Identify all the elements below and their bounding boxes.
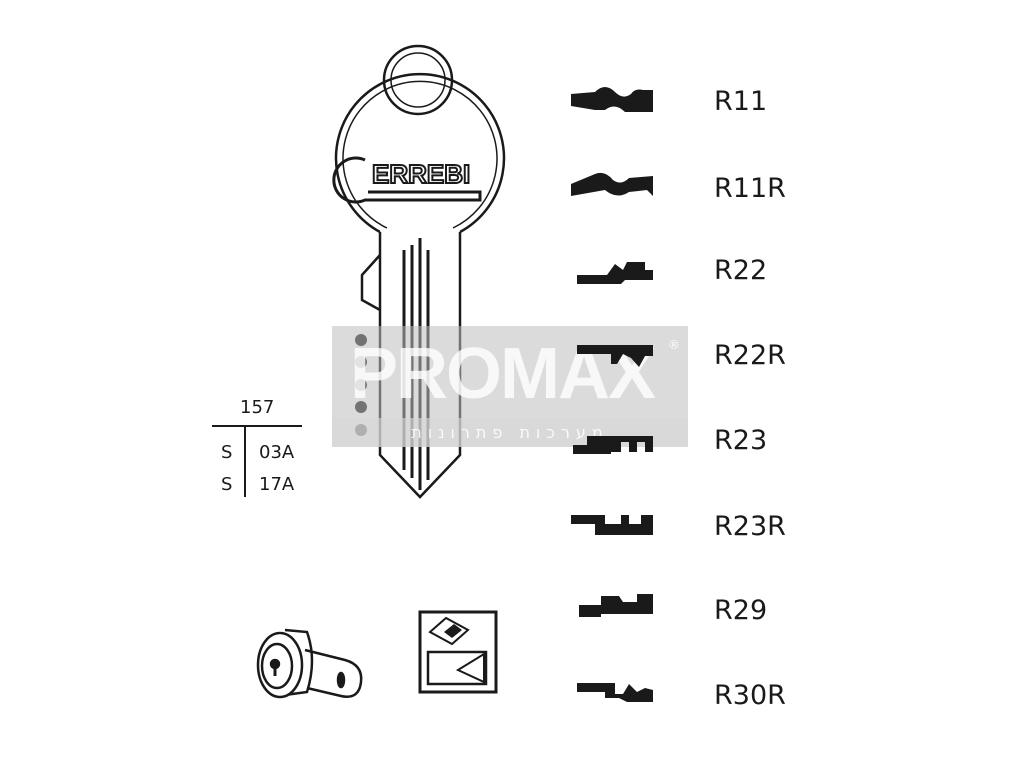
profile-r30r-icon — [577, 683, 653, 702]
profile-label-r11: R11 — [714, 86, 768, 117]
profiles-column — [571, 87, 653, 702]
watermark-subtitle: מערכות פתרונות — [411, 423, 609, 442]
table-row-1-left: S — [221, 442, 233, 463]
profile-r11-icon — [571, 87, 653, 112]
key-hole — [382, 44, 454, 116]
profile-label-r22: R22 — [714, 255, 768, 286]
profile-label-r23r: R23R — [714, 511, 786, 542]
code-number: 157 — [240, 397, 275, 418]
profile-label-r11r: R11R — [714, 173, 786, 204]
key-head-outline — [334, 72, 506, 234]
profile-r22r-icon — [577, 345, 653, 367]
profile-label-r22r: R22R — [714, 340, 786, 371]
profile-r29-icon — [579, 594, 653, 617]
profile-label-r29: R29 — [714, 595, 768, 626]
errebi-logo: ERREBI — [332, 156, 482, 204]
cam-lock-icon — [256, 628, 363, 699]
profile-r11r-icon — [571, 172, 653, 196]
profile-r23-icon — [573, 436, 653, 454]
brand-logo-text: ERREBI — [372, 159, 470, 189]
table-divider — [212, 425, 302, 427]
table-row-2-right: 17A — [259, 474, 295, 495]
profile-label-r30r: R30R — [714, 680, 786, 711]
watermark-registered: ® — [668, 338, 680, 352]
table-row-2-left: S — [221, 474, 233, 495]
profile-r23r-icon — [571, 515, 653, 535]
table-vertical-divider — [244, 427, 246, 497]
watermark-band — [332, 418, 688, 447]
packaging-box-icon — [418, 610, 498, 694]
table-row-1-right: 03A — [259, 442, 295, 463]
profile-r22-icon — [577, 262, 653, 284]
profile-label-r23: R23 — [714, 425, 768, 456]
